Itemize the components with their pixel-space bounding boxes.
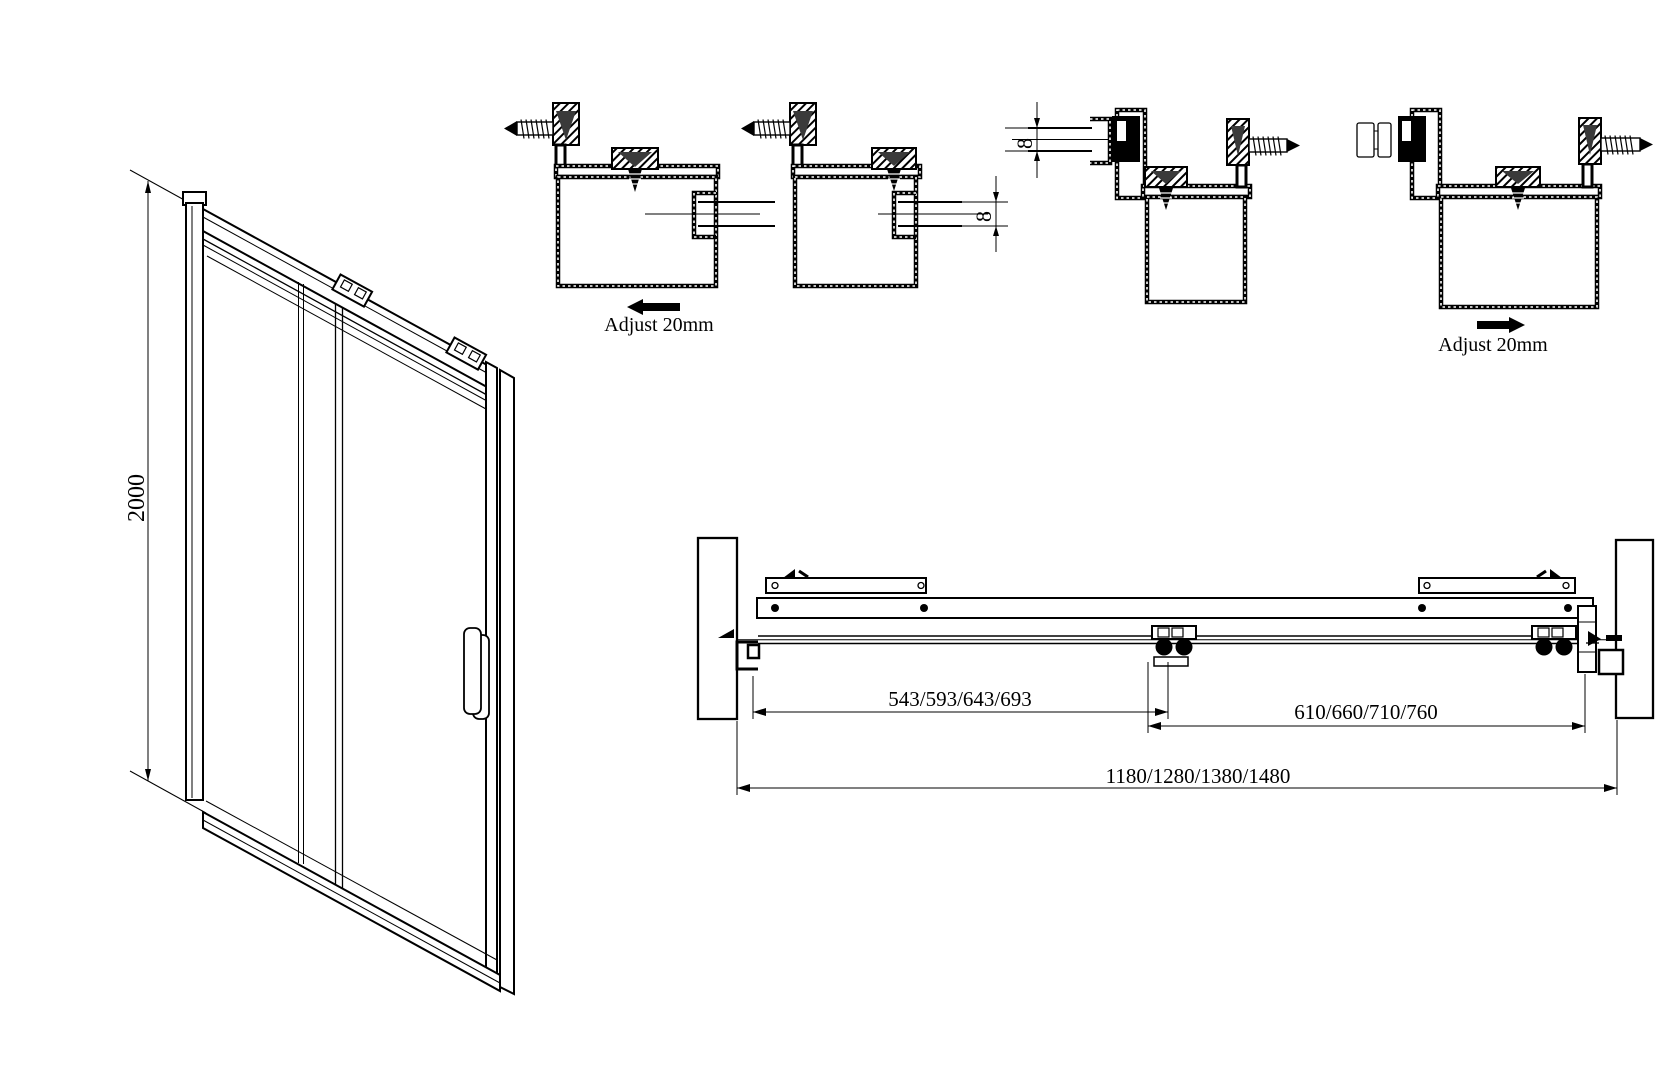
door-handle bbox=[463, 627, 490, 720]
glass-clamp bbox=[1090, 116, 1113, 166]
roller-carriage-end bbox=[1531, 605, 1597, 673]
glass-thickness-label: 8 bbox=[1012, 138, 1037, 149]
profile-box bbox=[1438, 194, 1600, 310]
height-dimension: 2000 bbox=[124, 169, 207, 814]
adjust-right-label: Adjust 20mm bbox=[1438, 334, 1548, 356]
cover-screw-icon bbox=[1144, 166, 1188, 210]
cover-screw-icon bbox=[611, 147, 659, 192]
left-wall bbox=[696, 536, 739, 721]
adjust-right-arrow-icon bbox=[1477, 317, 1525, 333]
right-wall bbox=[1614, 538, 1655, 720]
left-wall-profile bbox=[185, 202, 204, 801]
screw-icon bbox=[1248, 136, 1300, 156]
plan-view: 543/593/643/693 610/660/710/760 1180/128… bbox=[696, 536, 1655, 795]
left-end-clip bbox=[718, 629, 761, 671]
plan-dimensions: 543/593/643/693 610/660/710/760 1180/128… bbox=[736, 662, 1618, 795]
door-panel-bar-left bbox=[765, 569, 927, 594]
adjust-left-arrow-icon bbox=[627, 299, 680, 315]
dim-arrow-down bbox=[145, 769, 151, 781]
roller-carriage-right bbox=[445, 336, 488, 372]
door-frame bbox=[182, 191, 515, 996]
right-wall-clip bbox=[1586, 631, 1625, 676]
cover-screw-icon bbox=[871, 147, 917, 191]
height-dimension-label: 2000 bbox=[124, 474, 150, 522]
door-panel-dimension-label: 610/660/710/760 bbox=[1294, 700, 1438, 724]
top-rail-bar bbox=[756, 597, 1594, 619]
screw-icon bbox=[504, 119, 554, 139]
fixed-panel-dimension-label: 543/593/643/693 bbox=[888, 687, 1032, 711]
section-detail-wall-left-glass: 8 bbox=[741, 102, 1008, 289]
section-detail-wall-left: Adjust 20mm bbox=[504, 102, 775, 336]
glass-thickness-label: 8 bbox=[971, 211, 996, 222]
front-view-isometric: 2000 bbox=[124, 169, 515, 996]
gasket-profile bbox=[1356, 122, 1392, 158]
section-detail-wall-right: Adjust 20mm bbox=[1356, 107, 1653, 356]
screw-icon bbox=[1600, 135, 1653, 155]
screw-icon bbox=[741, 119, 791, 139]
profile-box bbox=[1144, 194, 1248, 305]
top-track bbox=[202, 207, 488, 389]
adjust-left-label: Adjust 20mm bbox=[604, 314, 714, 336]
roller-carriage-middle bbox=[1151, 625, 1197, 667]
glass-thickness-dimension-left: 8 bbox=[962, 176, 1008, 252]
door-panel-bar-right bbox=[1418, 569, 1576, 594]
roller-carriage-left bbox=[331, 273, 374, 309]
profile-box bbox=[555, 174, 719, 289]
dim-arrow-up bbox=[145, 181, 151, 193]
cover-screw-icon bbox=[1495, 166, 1541, 210]
overall-width-dimension-label: 1180/1280/1380/1480 bbox=[1106, 764, 1291, 788]
section-detail-jamb-right-glass: 8 bbox=[1005, 102, 1300, 305]
